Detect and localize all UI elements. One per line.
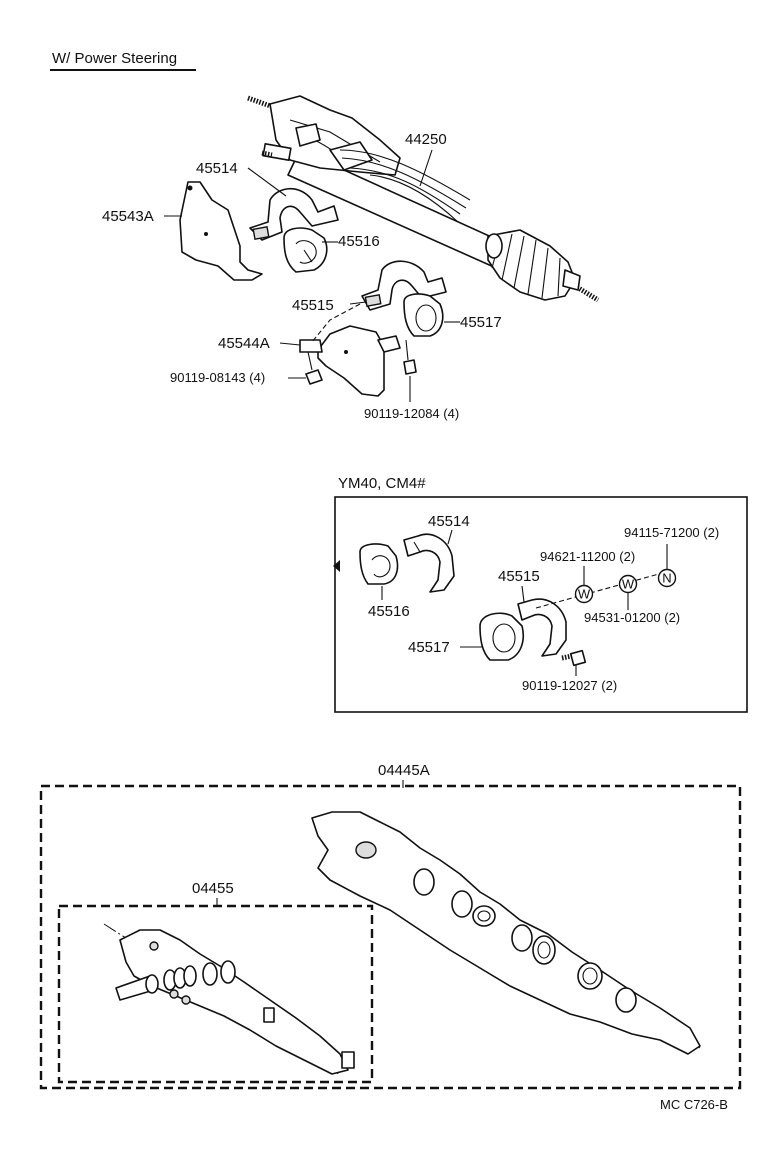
label-90119-08143: 90119-08143 (4) bbox=[170, 370, 265, 385]
inset-label-90119-12027: 90119-12027 (2) bbox=[522, 678, 617, 693]
inset-title: YM40, CM4# bbox=[338, 475, 426, 492]
bushing-45517 bbox=[403, 293, 444, 337]
label-44250: 44250 bbox=[405, 131, 447, 148]
svg-text:W: W bbox=[578, 587, 591, 602]
leader-45514 bbox=[247, 167, 287, 197]
clamp-45514 bbox=[249, 187, 339, 241]
label-45543A: 45543A bbox=[102, 208, 154, 225]
label-90119-12084: 90119-12084 (4) bbox=[364, 406, 459, 421]
inset-label-45516: 45516 bbox=[368, 603, 410, 620]
inset-frame bbox=[334, 496, 748, 713]
inset-bolt-axis bbox=[535, 571, 667, 609]
inset-clamp-45515 bbox=[517, 598, 567, 657]
inset-label-94621-11200: 94621-11200 (2) bbox=[540, 549, 635, 564]
inset-bushing-45517 bbox=[479, 612, 524, 661]
inset-leader-45515 bbox=[521, 585, 525, 603]
bolt-90119-08143 bbox=[305, 351, 323, 385]
bracket-45544A bbox=[299, 325, 401, 397]
svg-text:N: N bbox=[662, 571, 671, 586]
dashed-ref-45544A bbox=[311, 303, 361, 343]
label-04455: 04455 bbox=[192, 880, 234, 897]
inset-pointer bbox=[333, 560, 340, 572]
inset-leader-45514 bbox=[447, 529, 453, 545]
clamp-45515 bbox=[361, 260, 447, 311]
bracket-45543A bbox=[179, 181, 263, 281]
kit-04445A-frame bbox=[39, 784, 742, 1090]
inset-bolt-90119-12027 bbox=[561, 649, 587, 667]
inset-clamp-45514 bbox=[403, 533, 455, 593]
label-04445A: 04445A bbox=[378, 762, 430, 779]
leader-44250 bbox=[419, 149, 433, 187]
inset-label-45517: 45517 bbox=[408, 639, 450, 656]
bushing-45516 bbox=[283, 227, 328, 273]
kit-04455-seals bbox=[103, 923, 355, 1076]
kit-04445A-seals bbox=[311, 811, 701, 1055]
inset-label-94115-71200: 94115-71200 (2) bbox=[624, 525, 719, 540]
inset-label-94531-01200: 94531-01200 (2) bbox=[584, 610, 680, 625]
label-45517: 45517 bbox=[460, 314, 502, 331]
diagram-code: MC C726-B bbox=[660, 1097, 728, 1112]
inset-washer-94621-11200: W bbox=[574, 584, 594, 604]
diagram-title: W/ Power Steering bbox=[52, 50, 177, 67]
leader-45515 bbox=[349, 301, 367, 305]
bolt-90119-12084 bbox=[403, 339, 417, 375]
inset-washer-94531-01200: W bbox=[618, 574, 638, 594]
inset-bushing-45516 bbox=[359, 543, 399, 585]
svg-text:W: W bbox=[622, 577, 635, 592]
inset-nut-94115-71200: N bbox=[657, 568, 677, 588]
label-45515: 45515 bbox=[292, 297, 334, 314]
kit-04455-frame bbox=[57, 904, 374, 1084]
inset-label-45515: 45515 bbox=[498, 568, 540, 585]
steering-rack-assembly bbox=[247, 95, 600, 303]
inset-label-45514: 45514 bbox=[428, 513, 470, 530]
label-45544A: 45544A bbox=[218, 335, 270, 352]
label-45516: 45516 bbox=[338, 233, 380, 250]
label-45514: 45514 bbox=[196, 160, 238, 177]
leader-45544A bbox=[279, 342, 301, 346]
